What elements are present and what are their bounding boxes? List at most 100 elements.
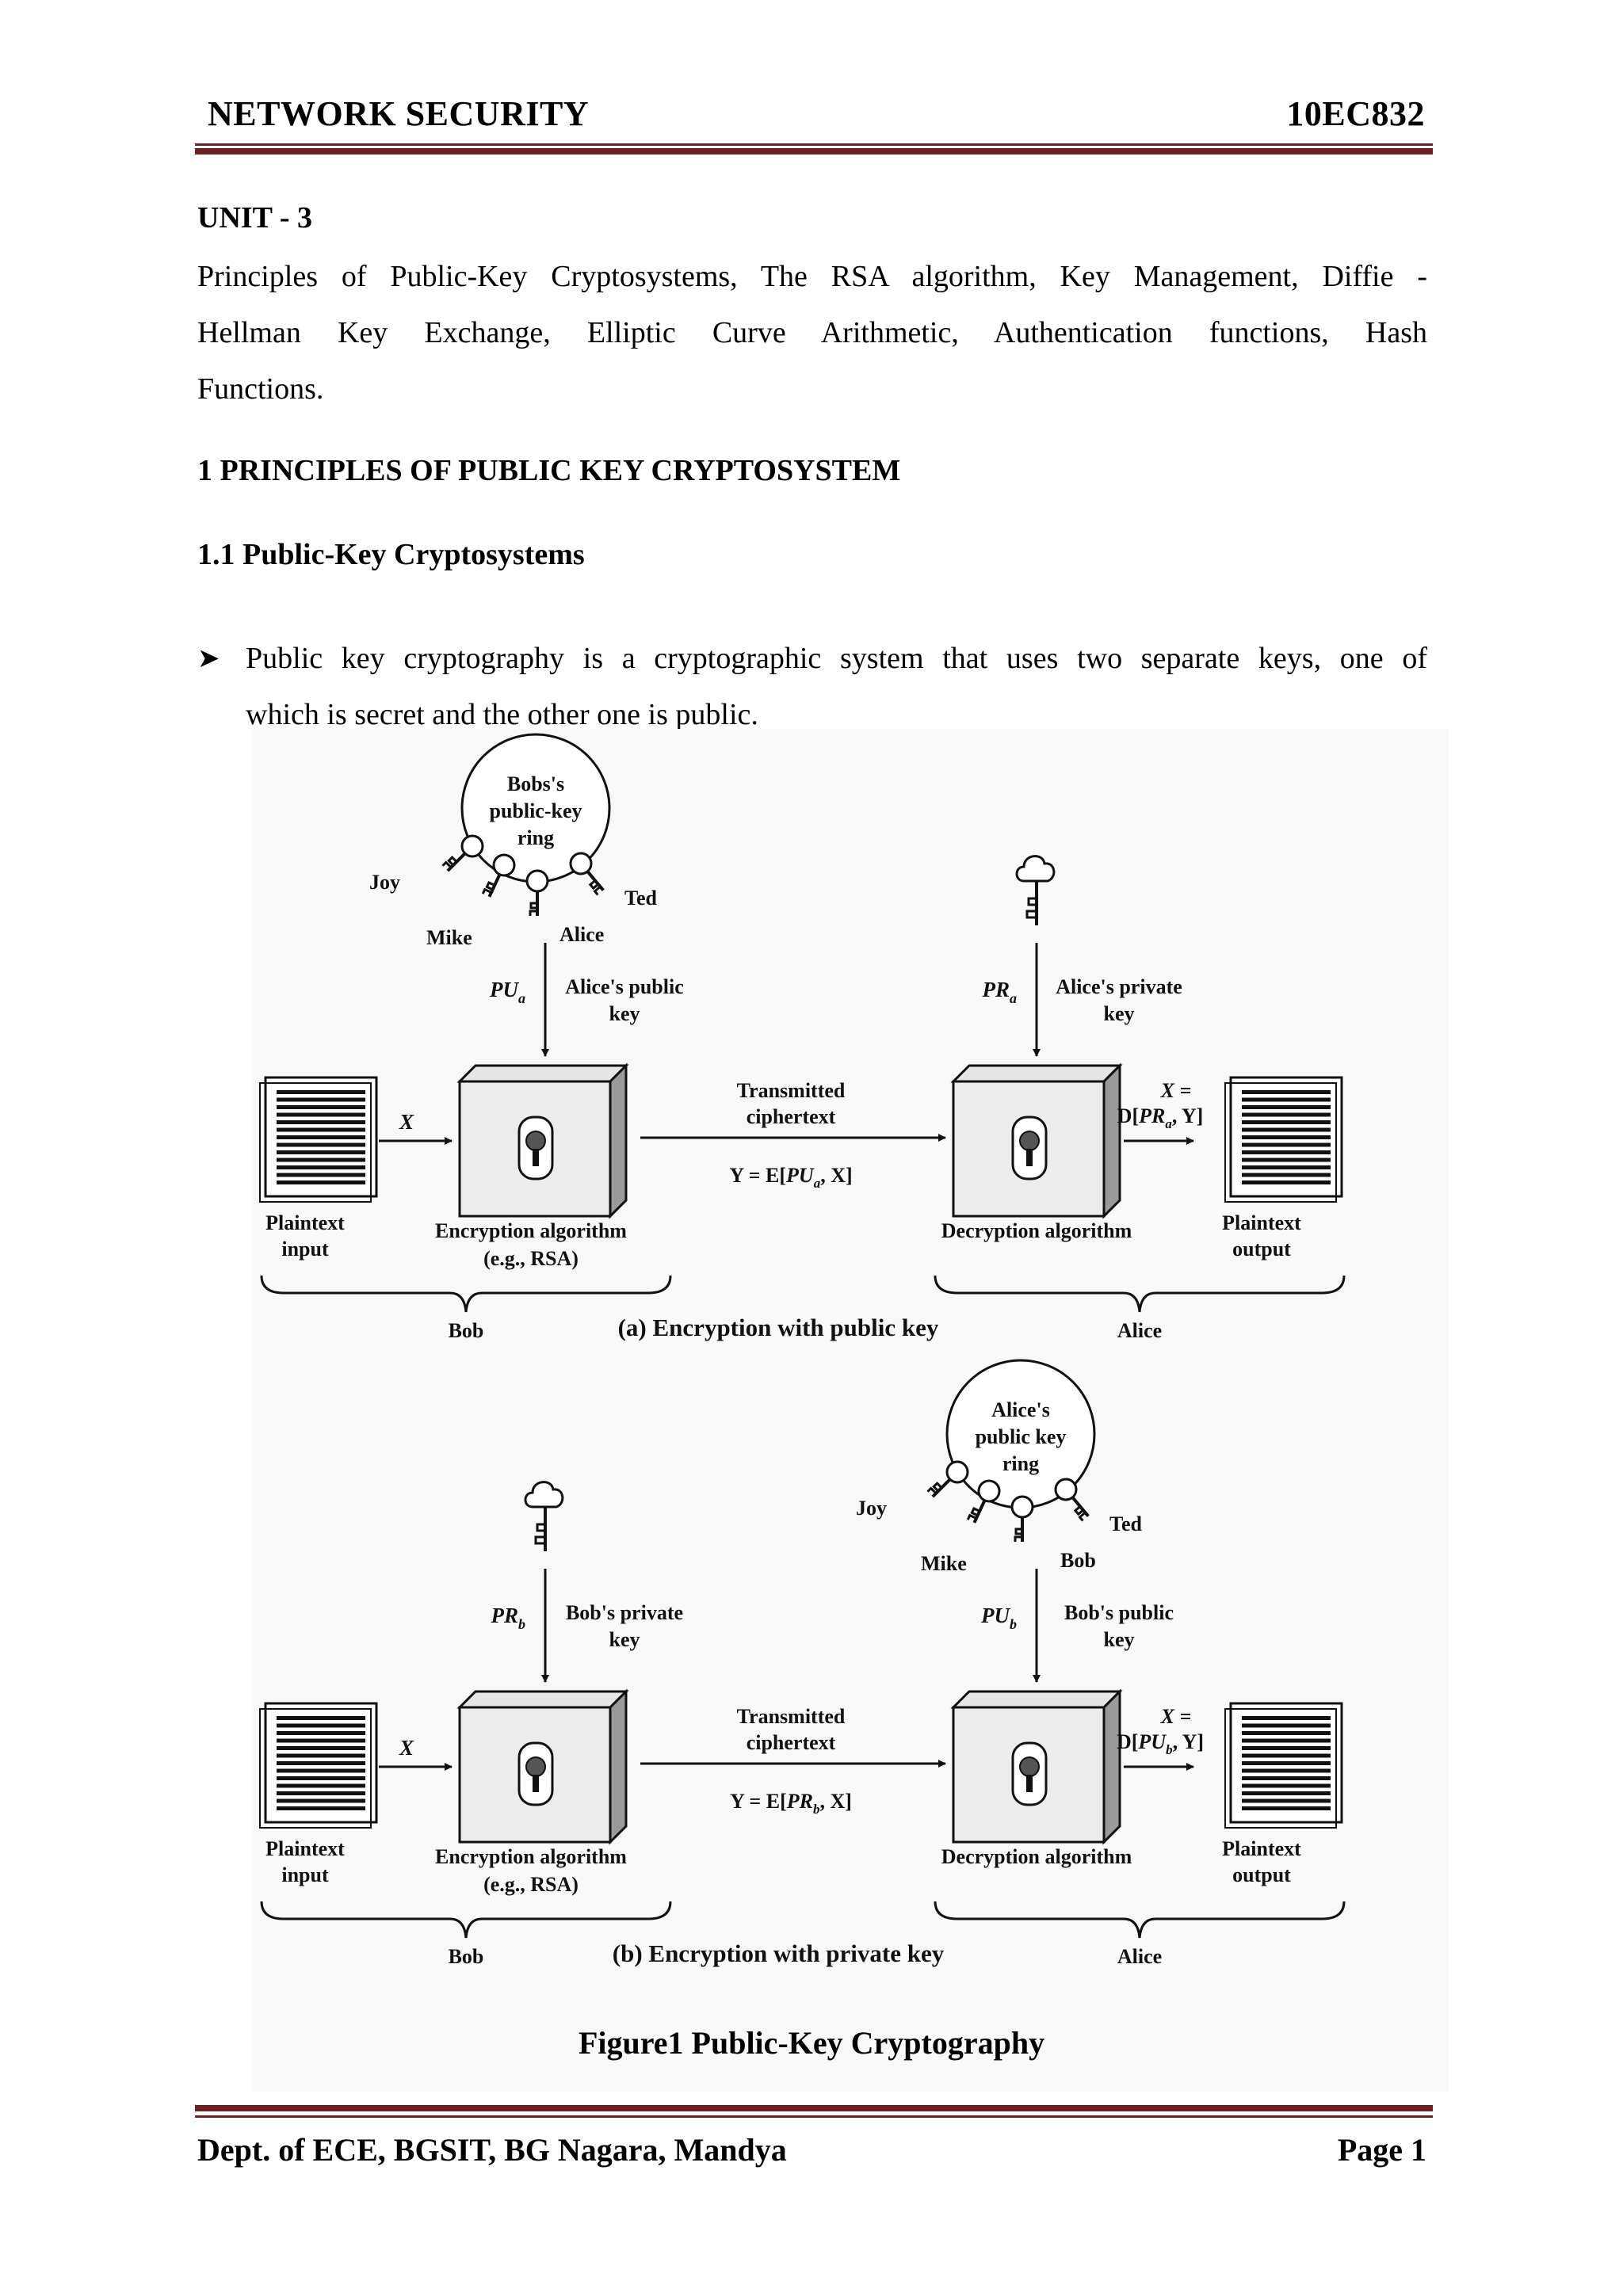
document-text-line <box>1242 1716 1331 1720</box>
output-expression: D[PUb, Y] <box>1117 1730 1204 1757</box>
document-text-line <box>1242 1738 1331 1743</box>
unit-title: UNIT - 3 <box>197 201 312 235</box>
encryption-lock-box-icon <box>458 1690 628 1844</box>
public-key-cryptography-figure: Bobs's public-key ring Joy Mike Alice Te… <box>258 733 1346 1968</box>
key-symbol: PUb <box>980 1604 1017 1632</box>
document-text-line <box>277 1112 365 1117</box>
document-text-line <box>277 1783 365 1788</box>
header-rule-thin <box>195 143 1433 146</box>
ring-name-joy: Joy <box>369 871 400 894</box>
unit-topics-paragraph: Principles of Public-Key Cryptosystems, … <box>197 249 1427 418</box>
document-text-line <box>1242 1105 1331 1109</box>
panel-a-caption: (a) Encryption with public key <box>618 1314 939 1341</box>
document-text-line <box>277 1791 365 1795</box>
transmitted-label-line: ciphertext <box>747 1731 836 1754</box>
document-text-line <box>277 1746 365 1750</box>
document-text-line <box>1242 1090 1331 1094</box>
ciphertext-expression: Y = E[PUa, X] <box>729 1164 852 1191</box>
document-text-line <box>277 1776 365 1780</box>
document-text-line <box>1242 1135 1331 1139</box>
party-label-bob: Bob <box>449 1945 484 1968</box>
intro-line: Hellman Key Exchange, Elliptic Curve Ari… <box>197 316 1427 349</box>
output-label: X = <box>1160 1079 1192 1102</box>
document-text-line <box>277 1798 365 1803</box>
ring-name-alice: Alice <box>559 923 604 946</box>
document-text-line <box>1242 1776 1331 1780</box>
ring-name-bob: Bob <box>1060 1549 1096 1572</box>
plaintext-input-label: Plaintext <box>265 1211 345 1234</box>
intro-line: Functions. <box>197 372 324 406</box>
bob-brace <box>260 1901 672 1939</box>
party-label-alice: Alice <box>1117 1319 1162 1342</box>
transmitted-label-line: Transmitted <box>737 1705 846 1728</box>
private-key-icon <box>524 1480 564 1553</box>
document-text-line <box>1242 1798 1331 1803</box>
document-text-line <box>1242 1112 1331 1117</box>
document-text-line <box>1242 1150 1331 1154</box>
document-text-line <box>1242 1180 1331 1184</box>
key-description-line: key <box>1104 1002 1135 1025</box>
document-text-line <box>277 1731 365 1735</box>
document-text-line <box>277 1761 365 1765</box>
document-text-line <box>277 1165 365 1169</box>
output-expression: D[PRa, Y] <box>1117 1104 1204 1131</box>
key-description-line: Alice's public <box>565 975 684 998</box>
ring-name-joy: Joy <box>856 1497 887 1520</box>
key-description-line: Bob's private <box>566 1601 683 1624</box>
document-text-line <box>277 1768 365 1773</box>
document-text-line <box>277 1135 365 1139</box>
plaintext-input-label: input <box>281 1863 329 1886</box>
header-course-code: 10EC832 <box>1286 94 1425 133</box>
key-description-line: key <box>609 1628 640 1651</box>
party-label-bob: Bob <box>449 1319 484 1342</box>
encryption-lock-box-icon <box>458 1064 628 1218</box>
document-text-line <box>1242 1753 1331 1758</box>
header-rule-thick <box>195 148 1433 154</box>
document-text-line <box>277 1150 365 1154</box>
header-title: NETWORK SECURITY <box>208 94 590 133</box>
ring-name-ted: Ted <box>624 887 657 910</box>
document-text-line <box>1242 1791 1331 1795</box>
document-text-line <box>277 1723 365 1728</box>
key-symbol: PUa <box>489 978 525 1006</box>
document-text-line <box>277 1105 365 1109</box>
bullet-line: which is secret and the other one is pub… <box>246 698 758 731</box>
bullet-arrow-icon: ➤ <box>197 644 220 673</box>
transmitted-label-line: ciphertext <box>747 1105 836 1128</box>
footer-rule-thick <box>195 2105 1433 2111</box>
page-number: Page 1 <box>1337 2132 1426 2168</box>
key-symbol: PRa <box>981 978 1017 1006</box>
section-heading: 1 PRINCIPLES OF PUBLIC KEY CRYPTOSYSTEM <box>197 454 901 487</box>
ring-label-line: public-key <box>489 799 582 822</box>
panel-b: Alice's public key ring Joy Mike Bob Ted… <box>258 1359 1346 1968</box>
plaintext-input-document-icon <box>258 1702 378 1829</box>
document-text-line <box>1242 1142 1331 1147</box>
document-text-line <box>1242 1127 1331 1132</box>
document-text-line <box>1242 1761 1331 1765</box>
document-text-line <box>277 1127 365 1132</box>
ring-label-line: ring <box>1002 1452 1039 1475</box>
key-description-line: key <box>1104 1628 1135 1651</box>
key-icon <box>1010 1495 1034 1543</box>
ring-label-line: Bobs's <box>507 772 564 795</box>
private-key-icon <box>1015 854 1056 927</box>
plaintext-output-document-icon <box>1224 1076 1343 1203</box>
plaintext-output-label: Plaintext <box>1222 1211 1301 1234</box>
document-text-line <box>1242 1158 1331 1162</box>
ring-name-mike: Mike <box>426 926 472 949</box>
document-text-line <box>1242 1806 1331 1810</box>
plaintext-input-document-icon <box>258 1076 378 1203</box>
plaintext-input-label: input <box>281 1238 329 1261</box>
document-text-line <box>277 1738 365 1743</box>
document-text-line <box>1242 1120 1331 1124</box>
encryption-algorithm-label: (e.g., RSA) <box>483 1873 579 1896</box>
key-description-line: key <box>609 1002 640 1025</box>
footer-rule-thin <box>195 2115 1433 2118</box>
transmitted-label-line: Transmitted <box>737 1079 846 1102</box>
encryption-algorithm-label: (e.g., RSA) <box>483 1247 579 1270</box>
document-text-line <box>277 1753 365 1758</box>
ring-label-line: public key <box>976 1425 1067 1448</box>
bullet-item: ➤ Public key cryptography is a cryptogra… <box>197 631 1427 743</box>
figure-caption: Figure1 Public-Key Cryptography <box>578 2025 1045 2061</box>
key-description-line: Bob's public <box>1064 1601 1174 1624</box>
